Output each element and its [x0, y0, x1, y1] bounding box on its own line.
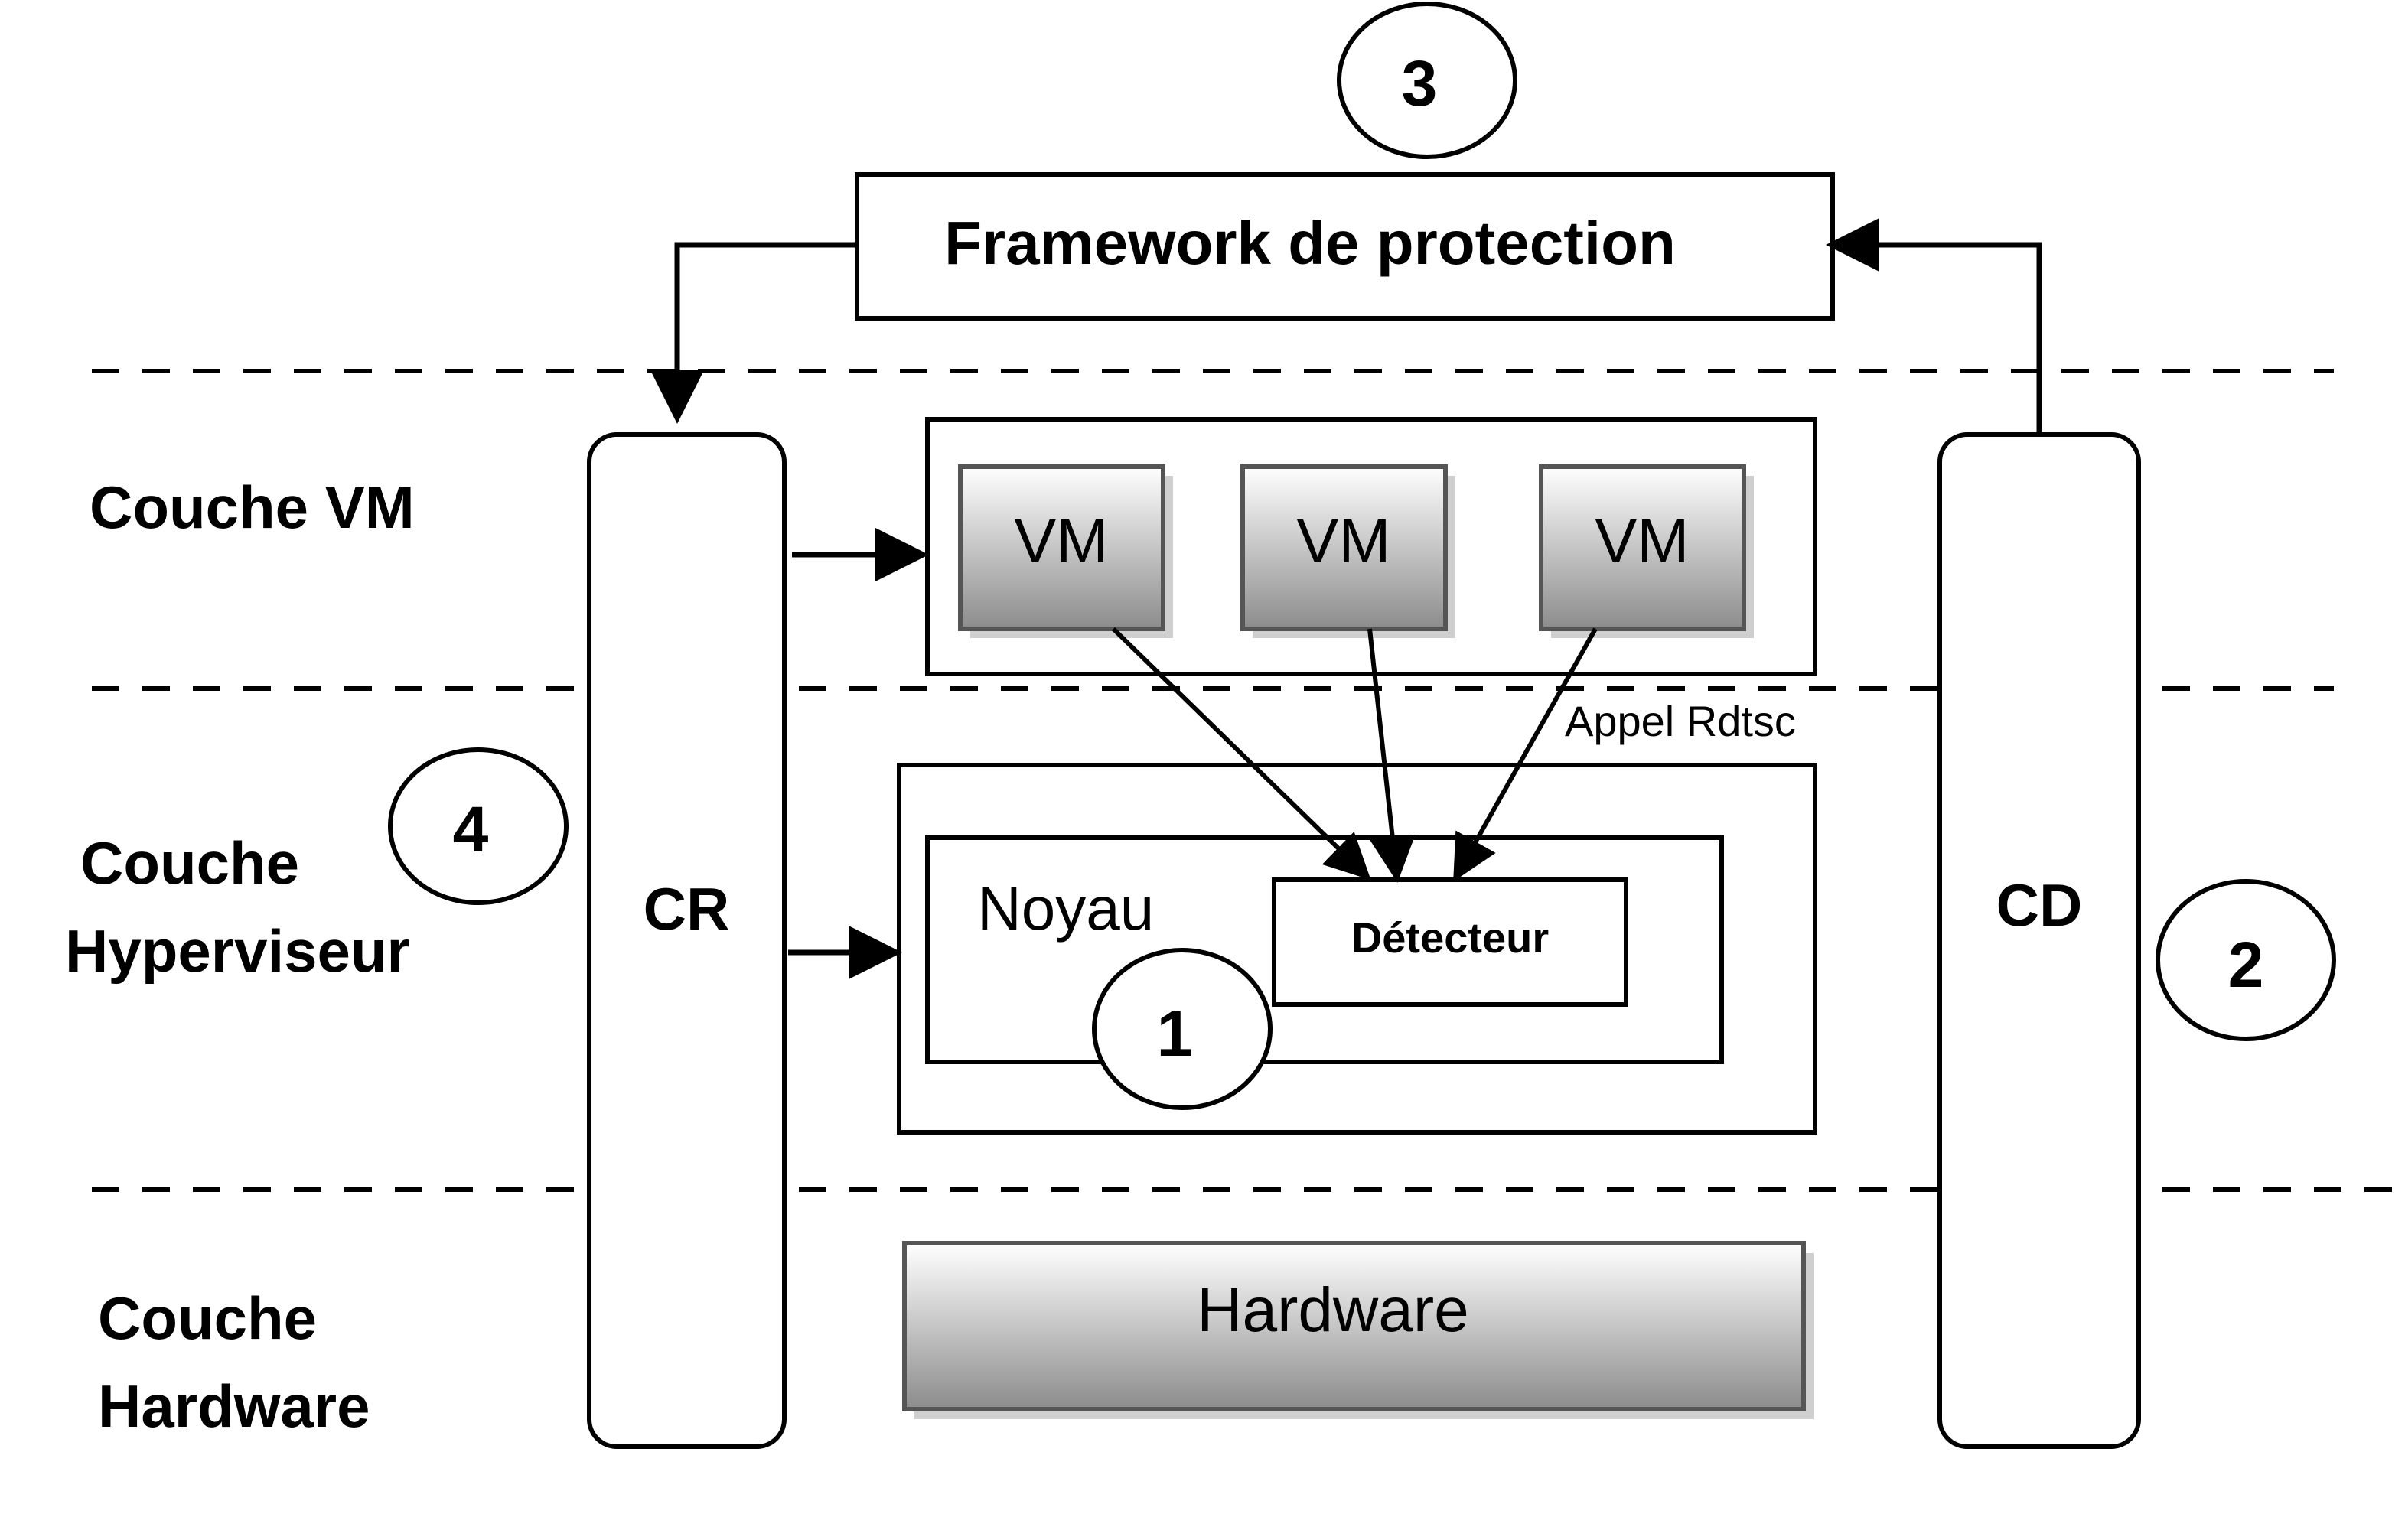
detector-label: Détecteur [1351, 913, 1549, 962]
layer-hardware-line1: Couche [98, 1284, 317, 1352]
vm1-to-detector-arrow [1111, 627, 1371, 881]
framework-label: Framework de protection [944, 209, 1676, 277]
layer-hypervisor-line1: Couche [80, 829, 299, 897]
detector-box [1272, 877, 1628, 1007]
vm2-to-detector-arrow [1367, 628, 1416, 883]
rdtsc-call-label: Appel Rdtsc [1565, 697, 1796, 745]
vm-label: VM [1595, 506, 1690, 576]
vm-box-3: VM [1539, 464, 1754, 638]
hardware-label: Hardware [1197, 1275, 1468, 1345]
framework-box [855, 172, 1835, 321]
step-4-label: 4 [453, 793, 489, 865]
layer-hardware-line2: Hardware [98, 1372, 370, 1440]
step-1-circle [1092, 948, 1273, 1110]
cd-column [1937, 432, 2141, 1449]
hardware-box: Hardware [902, 1241, 1814, 1419]
cd-to-framework-arrow [1826, 218, 2042, 435]
step-4-circle [388, 747, 569, 905]
step-3-label: 3 [1402, 47, 1438, 119]
kernel-label: Noyau [977, 874, 1154, 943]
step-3-circle [1337, 2, 1517, 159]
step-2-circle [2156, 879, 2336, 1041]
cr-column [587, 432, 787, 1449]
step-2-label: 2 [2228, 929, 2264, 1001]
cr-label: CR [644, 875, 730, 943]
vm-box-2: VM [1240, 464, 1455, 638]
framework-to-cr-arrow [650, 242, 857, 424]
step-1-label: 1 [1157, 998, 1193, 1070]
vm-label: VM [1015, 506, 1109, 576]
layer-hypervisor-line2: Hyperviseur [65, 917, 410, 985]
layer-vm-label: Couche VM [90, 474, 415, 541]
vm-label: VM [1297, 506, 1391, 576]
vm-box-1: VM [958, 464, 1173, 638]
vm3-to-detector-arrow [1453, 627, 1598, 882]
cd-label: CD [1996, 871, 2083, 939]
